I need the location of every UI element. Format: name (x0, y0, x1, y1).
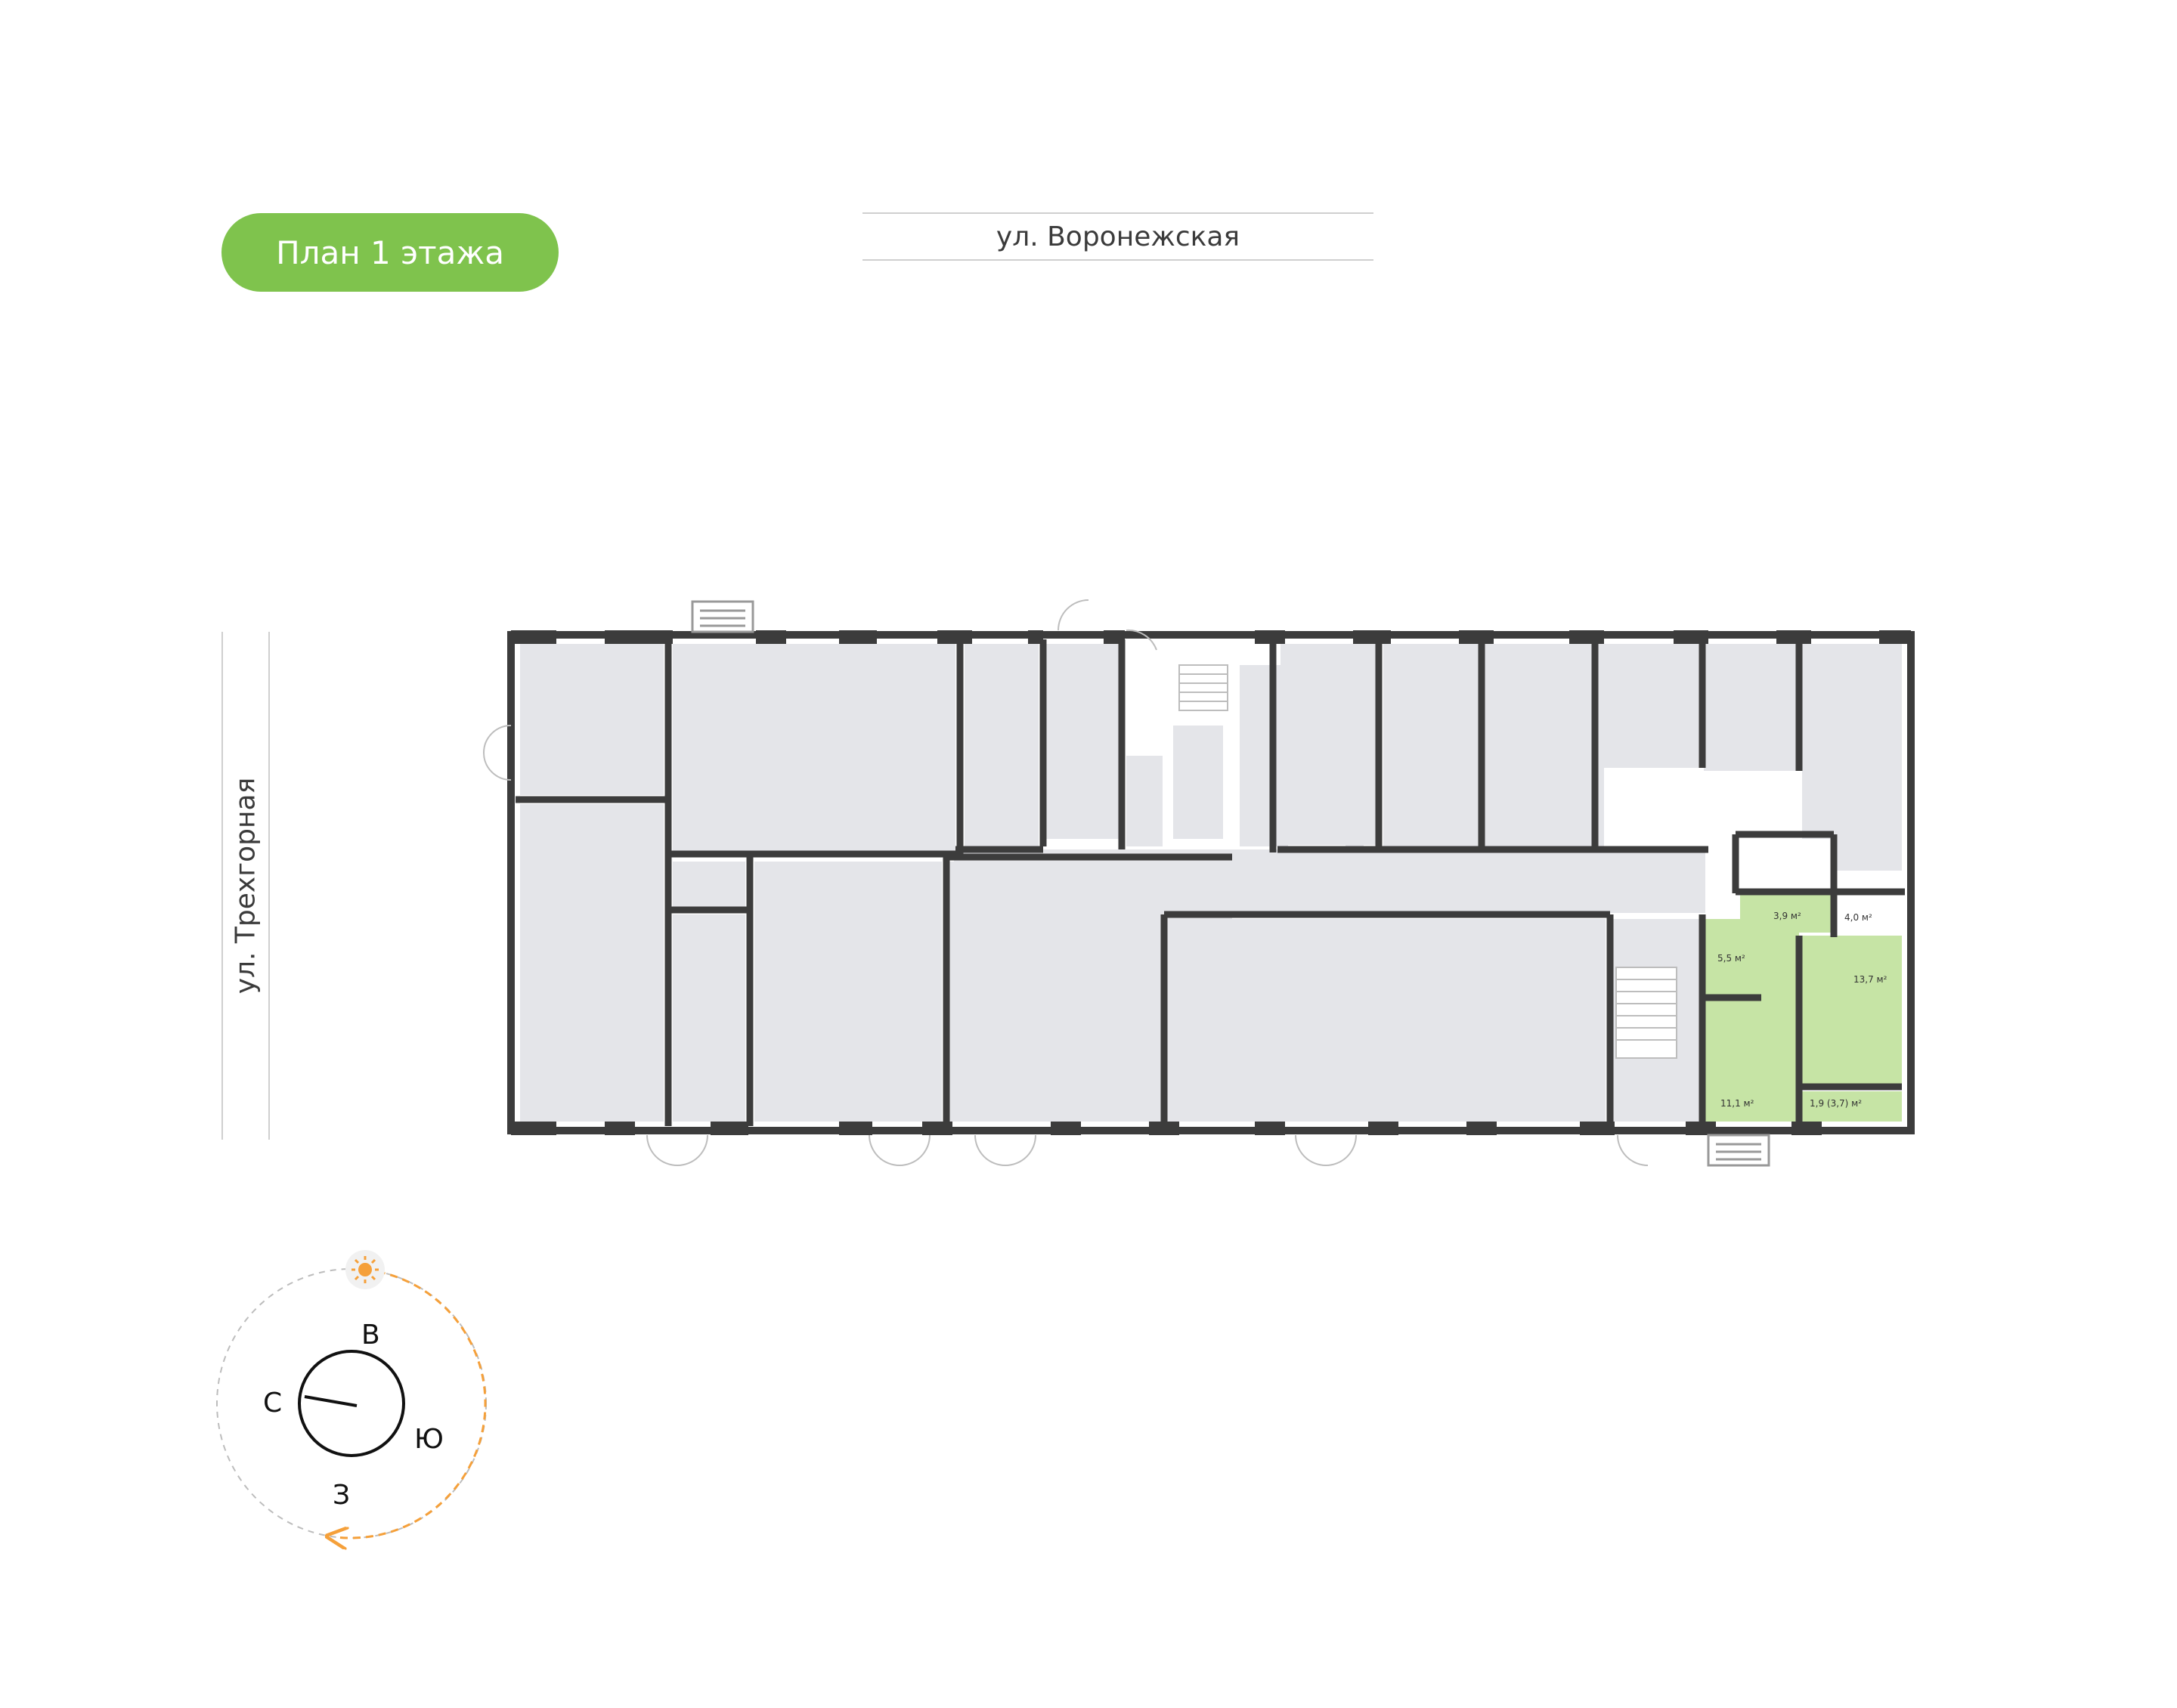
area-label: 1,9 (3,7) м² (1810, 1098, 1862, 1109)
room (673, 644, 955, 852)
facade-piers (511, 630, 1911, 1135)
area-label: 4,0 м² (1844, 912, 1872, 923)
door-swings (483, 599, 1649, 1166)
compass-north: С (263, 1388, 282, 1419)
room (1046, 644, 1119, 839)
room (1596, 644, 1699, 768)
compass-east: В (361, 1320, 380, 1351)
rooms (520, 644, 1902, 1122)
room (520, 644, 664, 795)
room (1240, 665, 1288, 846)
unit-bathroom (1740, 839, 1831, 889)
room (1173, 726, 1223, 839)
room (955, 913, 1144, 1122)
area-label: 11,1 м² (1720, 1098, 1754, 1109)
compass-needle (304, 1395, 358, 1407)
area-label: 13,7 м² (1853, 974, 1887, 985)
sun-icon (345, 1250, 385, 1289)
area-label: 5,5 м² (1717, 953, 1745, 964)
unit-room-living (1799, 936, 1902, 1087)
room (1485, 644, 1604, 846)
room (673, 914, 745, 1122)
compass-south: Ю (414, 1424, 444, 1455)
room (1126, 756, 1163, 846)
vent-grilles (691, 600, 1770, 1167)
room (673, 862, 745, 907)
area-label: 3,9 м² (1773, 911, 1801, 921)
unit-room-hall (1704, 919, 1799, 1122)
street-label-top: ул. Воронежская (862, 212, 1373, 261)
compass-letters: В С Ю З (263, 1320, 444, 1511)
sun-path-arc (336, 1268, 487, 1538)
room (965, 644, 1039, 849)
compass: В С Ю З (216, 1250, 487, 1538)
floor-title-badge: План 1 этажа (221, 213, 559, 292)
highlighted-apartment (1704, 893, 1902, 1122)
room (1170, 919, 1606, 1122)
internal-walls (516, 639, 1905, 1126)
room (754, 862, 942, 1122)
unit-kitchen-niche (1832, 893, 1902, 933)
compass-west: З (333, 1480, 350, 1511)
room (1288, 644, 1379, 845)
unit-room-balcony (1799, 1091, 1902, 1122)
unit-area-labels: 3,9 м² 4,0 м² 5,5 м² 13,7 м² 11,1 м² 1,9… (1717, 911, 1887, 1109)
unit-service-rooms (1740, 839, 1902, 933)
floor-title: План 1 этажа (276, 234, 504, 271)
street-name-top: ул. Воронежская (996, 221, 1240, 252)
room (1704, 644, 1802, 771)
staircase (1178, 664, 1677, 1059)
unit-room-bath (1740, 893, 1831, 933)
building-footprint (483, 599, 1915, 1167)
room (520, 804, 664, 1122)
street-label-left: ул. Трехгорная (221, 632, 270, 1140)
